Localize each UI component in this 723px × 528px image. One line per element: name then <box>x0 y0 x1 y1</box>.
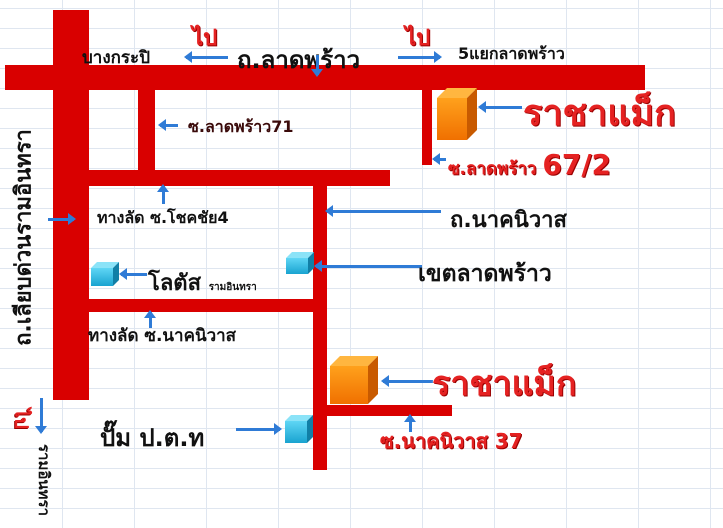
road-nak-niwat <box>313 184 327 470</box>
arrow-to-rachamek-2 <box>381 375 433 387</box>
ram-intra-direction-label: รามอินทรา <box>35 444 53 516</box>
five-intersection-label: 5แยกลาดพร้าว <box>458 44 565 63</box>
lotus-marker-icon <box>91 262 119 286</box>
arrow-to-chokchai <box>157 184 169 204</box>
arrow-to-soi-67-2 <box>432 153 446 165</box>
shortcut-nak-niwat-label: ทางลัด ซ.นาคนิวาส <box>88 326 237 346</box>
road-soi-lat-phrao-67-2 <box>422 90 432 165</box>
arrow-to-rachamek-1 <box>478 101 522 113</box>
rachamek-store-icon-2 <box>330 356 378 404</box>
road-soi-lat-phrao-71 <box>138 90 155 185</box>
to-label-right: ไป <box>405 26 431 51</box>
nak-niwat-road-label: ถ.นาคนิวาส <box>450 208 567 233</box>
arrow-to-shortcut-nak-niwat <box>144 310 156 328</box>
soi-37-label: ซ.นาคนิวาส 37 <box>380 429 523 453</box>
soi-67-2-prefix: ซ.ลาดพร้าว <box>448 159 537 179</box>
rachamek-label-2: ราชาแม็ก <box>432 364 577 404</box>
road-lat-phrao <box>5 65 645 90</box>
shortcut-chokchai-label: ทางลัด ซ.โชคชัย4 <box>97 208 229 227</box>
soi-71-label: ซ.ลาดพร้าว71 <box>188 117 294 136</box>
arrow-to-five-intersection <box>398 51 442 63</box>
ptt-label: ปั๊ม ป.ต.ท <box>100 424 205 452</box>
lotus-name: โลตัส <box>148 271 202 296</box>
to-label-ram-intra: ไป <box>10 408 32 429</box>
district-marker-icon <box>286 252 314 274</box>
liap-duan-road-label: ถ.เลียบด่วนรามอินทรา <box>11 129 37 346</box>
lat-phrao-road-label: ถ.ลาดพร้าว <box>237 46 361 74</box>
lotus-sub-label: รามอินทรา <box>208 282 257 293</box>
road-soi-chokchai-4 <box>89 170 390 186</box>
ptt-marker-icon <box>285 415 313 443</box>
arrow-to-ram-intra <box>35 398 47 434</box>
soi-67-2-label: ซ.ลาดพร้าว 67/2 <box>448 148 611 182</box>
arrow-to-ptt <box>236 423 282 435</box>
arrow-to-soi-37 <box>404 414 416 432</box>
lotus-label: โลตัส รามอินทรา <box>148 265 257 300</box>
road-shortcut-nak-niwat <box>89 299 313 312</box>
arrow-to-soi-71 <box>158 119 178 131</box>
soi-67-2-number: 67/2 <box>542 148 612 181</box>
arrow-to-district <box>314 260 422 272</box>
arrow-to-lotus <box>119 268 147 280</box>
arrow-to-lat-phrao <box>311 55 323 77</box>
to-label-left: ไป <box>192 26 218 51</box>
district-label: เขตลาดพร้าว <box>418 261 552 287</box>
arrow-from-liap-duan <box>48 213 76 225</box>
rachamek-store-icon <box>437 88 477 140</box>
bang-kapi-label: บางกระปิ <box>82 48 150 68</box>
road-soi-nak-niwat-37 <box>327 405 452 416</box>
rachamek-label-1: ราชาแม็ก <box>523 93 676 134</box>
arrow-to-bang-kapi <box>184 51 228 63</box>
arrow-to-nak-niwat <box>325 205 441 217</box>
